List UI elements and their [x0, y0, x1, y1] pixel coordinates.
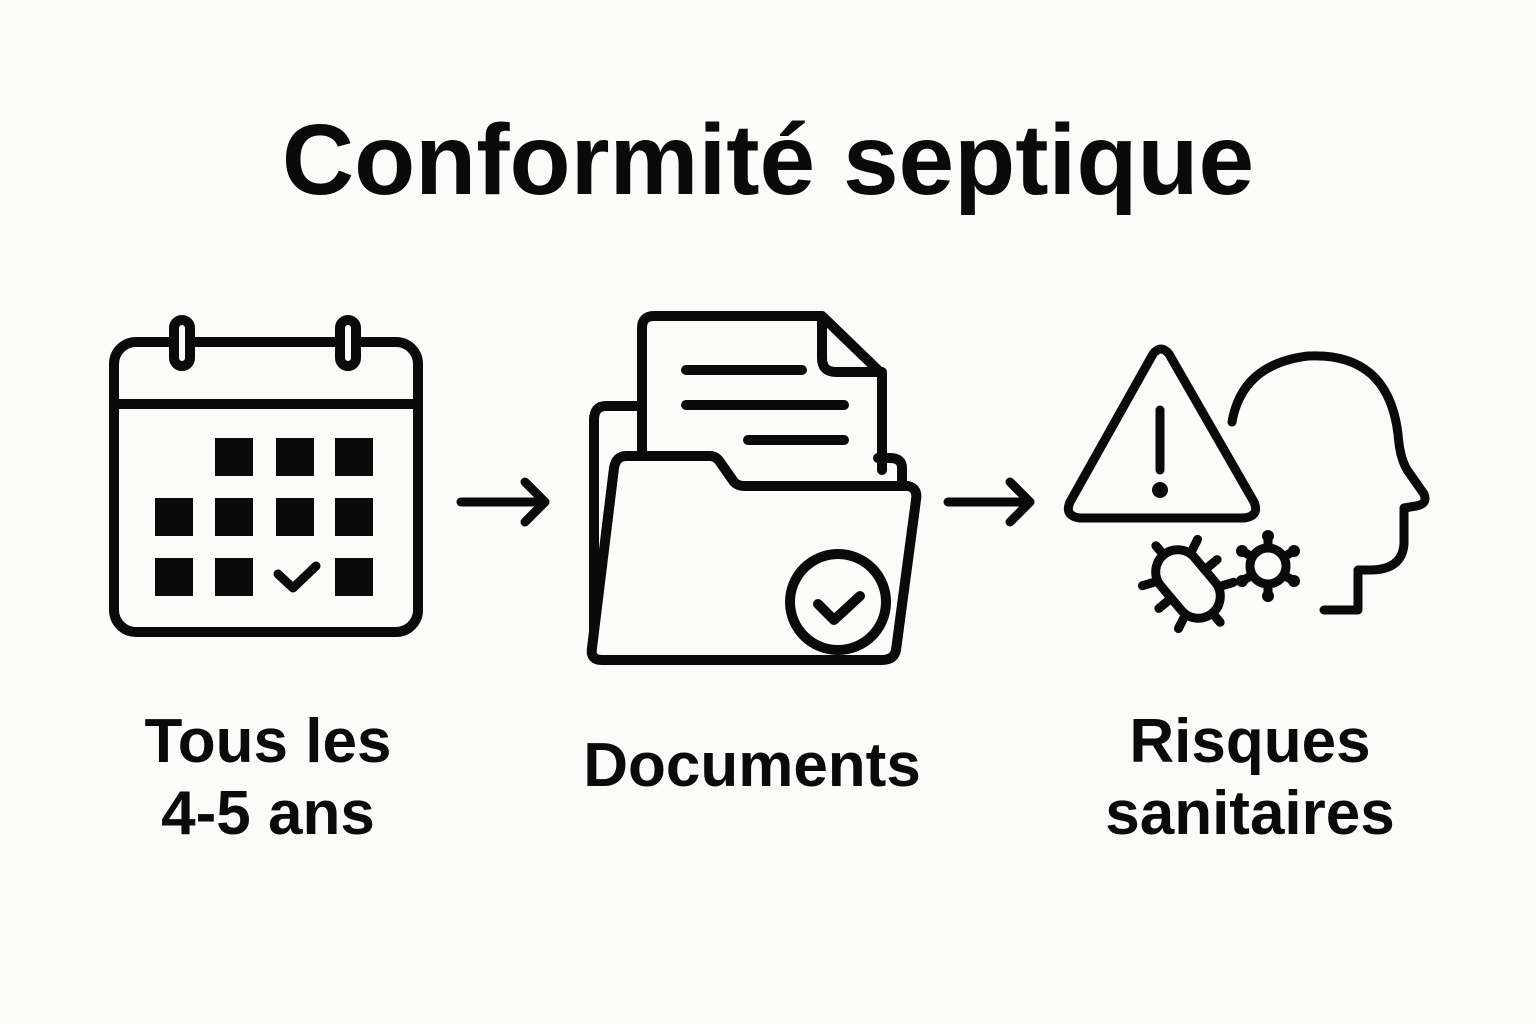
step-label-frequency: Tous les 4-5 ans	[144, 707, 392, 848]
health-risk-warning-icon	[1058, 344, 1438, 660]
step-label-health-risks: Risques sanitaires	[1105, 707, 1395, 848]
calendar-check-icon	[108, 315, 424, 638]
step-label-documents: Documents	[583, 731, 921, 800]
arrow-right-icon	[942, 475, 1042, 529]
arrow-right-icon	[455, 475, 555, 529]
folder-document-check-icon	[586, 308, 922, 666]
diagram-title: Conformité septique	[281, 104, 1255, 216]
